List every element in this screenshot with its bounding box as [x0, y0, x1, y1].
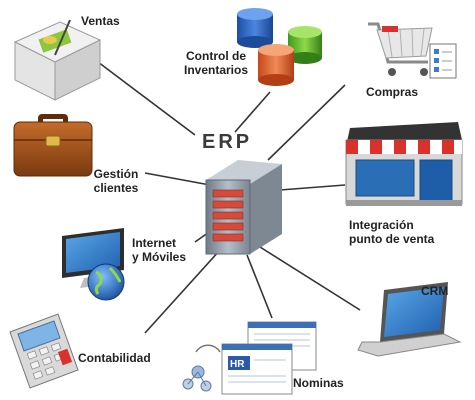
storefront-icon — [345, 122, 463, 206]
label-ventas: Ventas — [81, 14, 120, 28]
label-gestion-clientes: Gestión clientes — [93, 167, 139, 195]
calculator-icon — [9, 313, 79, 389]
laptop-icon — [357, 282, 462, 357]
hr-document-icon: HR — [182, 321, 317, 395]
label-inventarios: Control de Inventarios — [183, 49, 249, 77]
label-punto-de-venta: Integración punto de venta — [349, 218, 435, 246]
erp-title: ERP — [202, 131, 253, 153]
box-with-money-icon — [13, 19, 102, 101]
label-internet-moviles: Internet y Móviles — [132, 236, 187, 264]
database-stack-icon — [237, 8, 322, 86]
label-contabilidad: Contabilidad — [78, 351, 151, 365]
label-crm: CRM — [421, 284, 449, 298]
briefcase-icon — [13, 114, 93, 177]
shopping-cart-icon — [368, 22, 457, 79]
label-nominas: Nominas — [293, 376, 344, 390]
svg-text:HR: HR — [230, 359, 245, 370]
label-compras: Compras — [366, 85, 419, 99]
server-tower-icon — [205, 160, 282, 255]
monitor-globe-icon — [62, 228, 125, 301]
